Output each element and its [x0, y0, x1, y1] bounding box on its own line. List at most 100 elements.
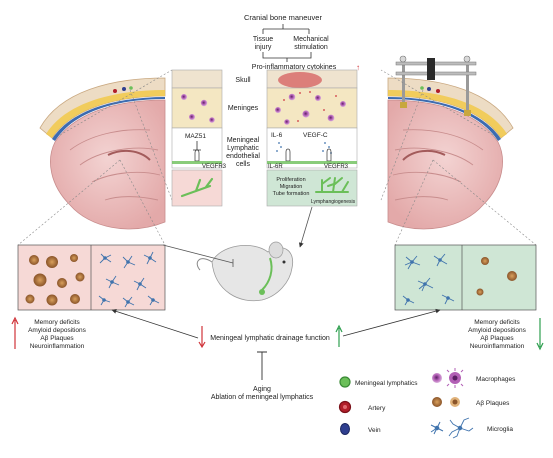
macrophages-legend-label: Macrophages	[476, 376, 516, 383]
right-outcomes: Memory deficits Amyloid depositions Aβ P…	[468, 318, 544, 351]
microglia-legend-icon-2	[448, 417, 474, 439]
left-vegfr3-label: VEGFR3	[202, 164, 227, 170]
vein-legend-icon	[340, 423, 350, 435]
right-vessel-artery	[436, 89, 440, 93]
legend: Meningeal lymphatics Artery Vein Macroph…	[338, 368, 516, 439]
vegfc-label: VEGF-C	[303, 132, 328, 139]
drainage-label: Meningeal lymphatic drainage function	[210, 335, 330, 342]
mouse-ear	[268, 241, 284, 259]
mlec-label-2: Lymphatic	[227, 145, 259, 152]
left-pathology-panel	[17, 244, 166, 311]
left-outcome-2: Aβ Plaques	[40, 335, 74, 342]
il6-label: IL-6	[271, 132, 283, 139]
left-vessel-vein	[122, 87, 126, 91]
right-meninges-band	[388, 90, 507, 138]
drainage-row: Meningeal lymphatic drainage function	[111, 308, 441, 349]
right-microglia	[402, 253, 455, 306]
left-brain-folds	[69, 129, 161, 201]
plaque-legend-icon-1	[432, 397, 442, 407]
left-meninges-band	[46, 90, 165, 138]
aging-label-1: Aging	[253, 386, 271, 393]
right-membrane	[267, 161, 357, 164]
aging-label-2: Ablation of meningeal lymphatics	[211, 394, 314, 401]
migration-label: Migration	[280, 184, 303, 190]
signal-dots	[276, 142, 332, 154]
left-outcome-0: Memory deficits	[34, 319, 80, 326]
left-vessel-lymph	[129, 86, 133, 90]
bracket-line	[262, 24, 310, 34]
mouse-arrow-from-right	[298, 206, 313, 248]
left-hippocampus	[107, 149, 151, 161]
right-vegfr3-label: VEGFR3	[324, 164, 349, 170]
lymphatics-legend-label: Meningeal lymphatics	[355, 380, 418, 387]
mouse-body	[211, 245, 294, 302]
right-receptor-vegfr3	[326, 148, 332, 162]
zoom-connectors	[17, 69, 537, 246]
left-layer-column: MAZ51 VEGFR3	[171, 69, 227, 207]
lymphangiogenesis-label: Lymphangiogenesis	[311, 199, 356, 205]
cranial-maneuver-label: Cranial bone maneuver	[244, 13, 322, 22]
skull-injury-spot	[278, 72, 322, 88]
plaque-legend-icon-2	[450, 397, 460, 407]
right-vessel-vein	[427, 87, 431, 91]
left-vessel-artery	[113, 89, 117, 93]
layer-labels: Skull Meninges Meningeal Lymphatic endot…	[226, 77, 260, 168]
right-lymph-network	[315, 177, 349, 193]
left-plaques	[25, 254, 85, 306]
vein-legend-label: Vein	[368, 427, 381, 434]
left-brain-illustration	[39, 77, 166, 230]
cytokines-up-arrow: ↑	[356, 63, 360, 72]
right-hippocampus	[402, 149, 446, 161]
left-blue-membrane	[52, 97, 165, 141]
right-vessel-lymph	[420, 86, 424, 90]
microglia-legend-icon-1	[430, 421, 444, 435]
tissue-injury-label-1: Tissue	[253, 36, 273, 43]
right-brain-folds	[392, 129, 484, 201]
left-outcome-3: Neuroinflammation	[30, 343, 85, 350]
left-meninges-layer	[171, 87, 223, 129]
cranial-stretch-device	[395, 55, 477, 116]
mechanical-stim-label-2: stimulation	[294, 44, 328, 51]
tube-formation-label: Tube formation	[273, 191, 310, 197]
right-outcome-3: Neuroinflammation	[470, 343, 525, 350]
left-microglia	[98, 251, 160, 308]
lymphatics-legend-icon	[339, 376, 351, 388]
maz51-label: MAZ51	[185, 133, 206, 140]
skull-label: Skull	[235, 77, 251, 84]
mlec-label-4: cells	[236, 161, 251, 168]
arrow-to-right-outcomes	[342, 308, 441, 337]
left-membrane	[172, 161, 222, 164]
il6r-label: IL-6R	[268, 164, 283, 170]
mechanical-stim-label-1: Mechanical	[293, 36, 329, 43]
top-header: Cranial bone maneuver Tissue injury Mech…	[244, 13, 360, 72]
right-receptor-il6r	[285, 148, 291, 162]
mouse-tail	[196, 258, 213, 271]
meninges-label: Meninges	[228, 105, 259, 112]
mlec-label-1: Meningeal	[227, 137, 260, 144]
left-outcomes: Memory deficits Amyloid depositions Aβ P…	[11, 316, 87, 350]
aging-block: Aging Ablation of meningeal lymphatics	[211, 351, 314, 401]
right-outcome-down-arrow	[536, 318, 544, 351]
right-meninges-layer	[266, 87, 358, 129]
left-skull-layer	[171, 69, 223, 89]
right-plaques	[476, 257, 517, 296]
right-blue-membrane	[388, 97, 501, 141]
aging-inhibit-line	[257, 351, 267, 380]
left-outcome-1: Amyloid depositions	[28, 327, 87, 334]
right-pathology-panel	[394, 244, 537, 311]
macrophage-legend-icon-1	[432, 373, 442, 383]
artery-legend-label: Artery	[368, 405, 386, 412]
right-layer-column: IL-6 VEGF-C IL-6R VEGFR3 Proliferation M…	[266, 69, 358, 207]
drainage-up-arrow	[335, 324, 343, 347]
arrow-to-left-outcomes	[111, 309, 199, 339]
mouse-eye	[282, 260, 286, 264]
tissue-injury-label-2: injury	[255, 44, 272, 51]
left-outcome-up-arrow	[11, 316, 19, 349]
plaques-legend-label: Aβ Plaques	[476, 400, 510, 407]
right-outcome-2: Aβ Plaques	[480, 335, 514, 342]
right-outcome-1: Amyloid depositions	[468, 327, 527, 334]
microglia-legend-label: Microglia	[487, 426, 513, 433]
mouse-illustration	[162, 206, 313, 302]
mlec-label-3: endothelial	[226, 153, 260, 160]
